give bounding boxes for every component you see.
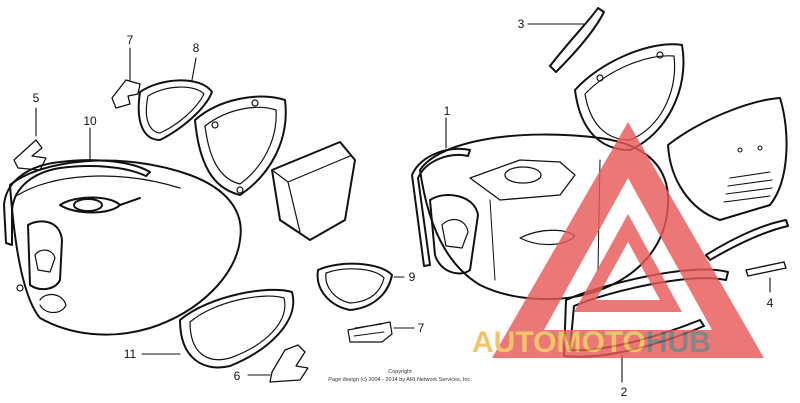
callouts: 5 10 7 8 11 6 9 7 1 3 2 4 [33,17,774,399]
side-cover-frame-left [194,95,287,196]
watermark-inner-triangle-icon [574,214,682,312]
callout-5: 5 [33,91,40,105]
svg-text:AUTOMOTOHUB: AUTOMOTOHUB [472,326,711,359]
callout-10: 10 [83,114,97,128]
callout-1: 1 [444,104,451,118]
side-cover-frame-right [574,43,685,151]
emblem-6 [269,344,309,383]
copyright-line-1: Copyright [388,369,412,375]
badge-7-lower [347,321,393,343]
watermark-triangle-icon [492,122,764,358]
watermark-text-automoto: AUTOMOTO [472,326,646,359]
callout-4: 4 [767,296,774,310]
side-cover-box-left [271,141,356,241]
callout-2: 2 [621,385,628,399]
side-cover-right [667,97,788,221]
fuel-tank-left [9,159,242,336]
watermark-text-hub: HUB [646,326,711,359]
knee-pad-seal-9 [316,262,393,311]
callout-7-lower: 7 [418,321,425,335]
callout-8: 8 [193,41,200,55]
callout-7-upper: 7 [127,33,134,47]
badge-7-upper [111,79,141,109]
copyright-line-2: Page design (c) 2004 - 2014 by ARI Netwo… [328,377,472,383]
callout-11: 11 [124,347,137,361]
callout-9: 9 [409,270,416,284]
tank-rubber-1 [411,147,471,267]
emblem-5 [13,139,47,171]
stripe-3 [549,7,605,73]
callout-6: 6 [234,369,241,383]
callout-3: 3 [518,17,525,31]
tank-seam-rubber [3,159,151,246]
copyright: Copyright Page design (c) 2004 - 2014 by… [328,369,472,383]
knee-pad-seal-11 [179,288,295,369]
side-cover-seal-8 [137,79,213,141]
leader-lines [35,23,771,383]
trim-strip-4 [705,219,789,261]
watermark: AUTOMOTOHUB [472,122,764,359]
